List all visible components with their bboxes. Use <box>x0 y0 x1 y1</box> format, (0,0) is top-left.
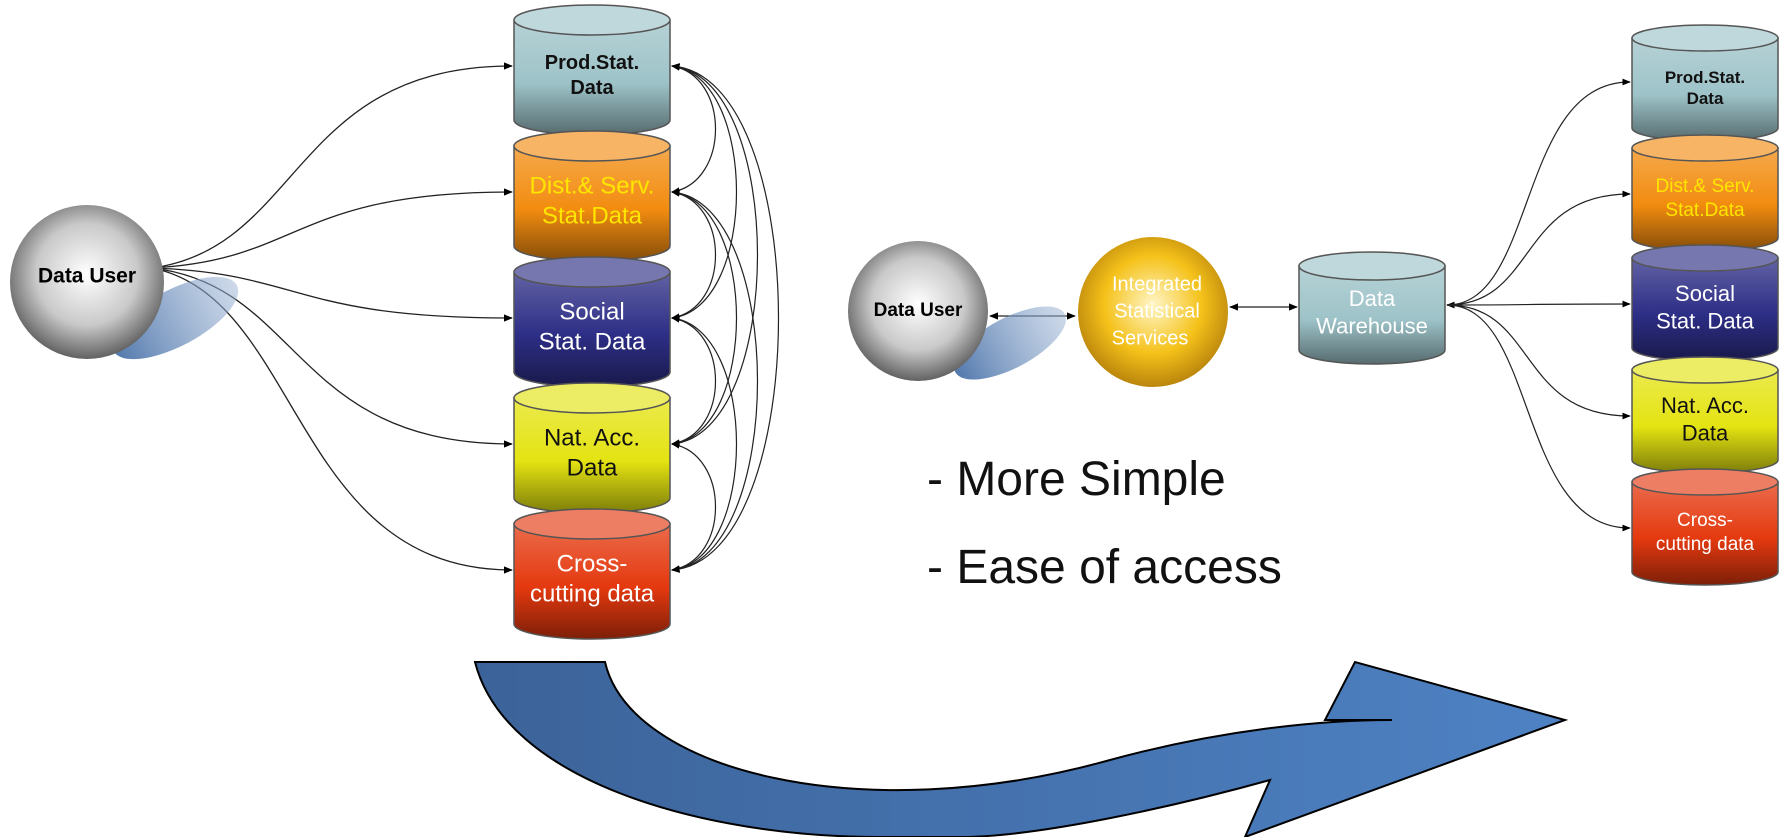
connection-warehouse-to-store-1 <box>1446 78 1631 309</box>
cylinder-top <box>1631 468 1779 496</box>
connection-store-2-to-store-4 <box>671 189 737 447</box>
left-store-5-label-line2: cutting data <box>530 580 655 607</box>
services-label-line1: Integrated <box>1112 273 1202 295</box>
curved-arrow-icon <box>473 660 1569 837</box>
right-store-2: Dist.& Serv. Stat.Data <box>1631 134 1779 252</box>
right-store-4-label-line2: Data <box>1682 421 1729 446</box>
left-store-4: Nat. Acc. Data <box>513 382 671 514</box>
cylinder-top <box>1631 244 1779 272</box>
connection-store-1-to-store-3 <box>671 63 737 321</box>
sphere-shadow <box>954 306 1066 380</box>
left-store-1-label-line1: Prod.Stat. <box>545 52 639 74</box>
right-data-user: Data User <box>848 241 1066 381</box>
left-store-1: Prod.Stat. Data <box>513 4 671 136</box>
sphere-shadow <box>111 276 239 360</box>
right-store-2-label-line1: Dist.& Serv. <box>1656 176 1755 197</box>
cylinder-top <box>513 4 671 36</box>
left-store-2-label-line1: Dist.& Serv. <box>530 172 655 199</box>
left-store-4-label-line2: Data <box>567 454 618 481</box>
right-store-3-label-line2: Stat. Data <box>1656 309 1755 334</box>
warehouse-label-line2: Warehouse <box>1316 314 1428 339</box>
connection-user-to-store-2 <box>151 188 513 269</box>
connection-store-3-to-store-4 <box>671 315 716 447</box>
cylinder-top <box>513 256 671 288</box>
integrated-services: Integrated Statistical Services <box>1078 237 1228 387</box>
left-store-3-label-line2: Stat. Data <box>539 328 646 355</box>
cylinder-top <box>1631 24 1779 52</box>
left-store-2-label-line2: Stat.Data <box>542 202 643 229</box>
cylinder-top <box>513 130 671 162</box>
cylinder-top <box>513 382 671 414</box>
cylinder-body <box>1631 481 1779 586</box>
connection-user-to-store-3 <box>151 267 513 322</box>
right-store-1: Prod.Stat. Data <box>1631 24 1779 142</box>
cylinder-top <box>513 508 671 540</box>
services-label-line3: Services <box>1112 327 1189 349</box>
left-store-4-label-line1: Nat. Acc. <box>544 424 640 451</box>
connection-warehouse-to-store-3 <box>1446 300 1631 308</box>
connection-store-1-to-store-4 <box>671 63 758 447</box>
data-user-sphere-icon <box>10 205 164 359</box>
right-store-5: Cross-cutting data <box>1631 468 1779 586</box>
right-store-1-label-line2: Data <box>1687 89 1724 108</box>
connection-store-1-to-store-2 <box>671 63 716 195</box>
right-store-5-label-line2: cutting data <box>1656 534 1755 555</box>
cylinder-top <box>1631 356 1779 384</box>
right-store-5-label-line1: Cross- <box>1677 510 1733 531</box>
left-data-user-label: Data User <box>38 265 136 288</box>
services-label-line2: Statistical <box>1114 300 1200 322</box>
left-store-2: Dist.& Serv. Stat.Data <box>513 130 671 262</box>
right-store-3-label-line1: Social <box>1675 281 1735 306</box>
warehouse-label-line1: Data <box>1349 286 1396 311</box>
connection-store-3-to-store-5 <box>671 315 737 573</box>
benefit-ease-of-access: - Ease of access <box>927 541 1282 594</box>
left-store-5: Cross-cutting data <box>513 508 671 640</box>
connection-user-to-store-1 <box>151 62 513 271</box>
connection-warehouse-to-store-5 <box>1446 304 1631 532</box>
connection-store-2-to-store-5 <box>671 189 758 573</box>
benefit-more-simple: - More Simple <box>927 453 1226 506</box>
left-data-user: Data User <box>10 205 239 360</box>
left-store-1-label-line2: Data <box>570 77 614 99</box>
right-store-2-label-line2: Stat.Data <box>1665 200 1745 221</box>
data-user-sphere-icon <box>848 241 988 381</box>
right-store-1-label-line1: Prod.Stat. <box>1665 68 1745 87</box>
left-store-5-label-line1: Cross- <box>557 550 628 577</box>
integrated-services-sphere-icon <box>1078 237 1228 387</box>
cylinder-body <box>513 523 671 640</box>
cylinder-top <box>1298 251 1446 281</box>
cylinder-top <box>1631 134 1779 162</box>
left-store-3-label-line1: Social <box>559 298 624 325</box>
connection-store-2-to-store-3 <box>671 189 716 321</box>
right-store-4-label-line1: Nat. Acc. <box>1661 393 1749 418</box>
right-data-user-label: Data User <box>874 300 963 321</box>
cylinder-body <box>1298 265 1446 365</box>
connection-store-1-to-store-5 <box>671 63 780 573</box>
connection-warehouse-to-store-4 <box>1446 304 1631 420</box>
connection-store-4-to-store-5 <box>671 441 716 573</box>
left-connections <box>151 62 780 574</box>
connection-warehouse-to-store-2 <box>1446 190 1631 306</box>
right-store-4: Nat. Acc. Data <box>1631 356 1779 474</box>
